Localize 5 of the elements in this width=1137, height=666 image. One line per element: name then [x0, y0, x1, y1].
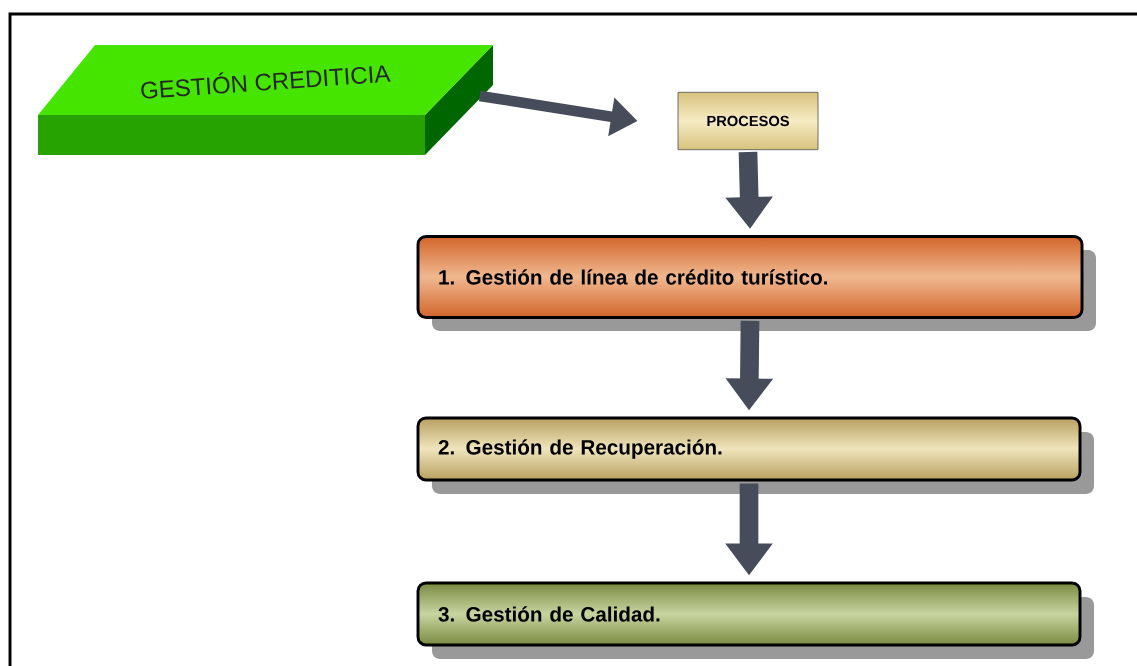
process-box: 3. Gestión de Calidad. [416, 581, 1094, 659]
slab-box: GESTIÓN CREDITICIA [38, 45, 493, 155]
process-box: 1. Gestión de línea de crédito turístico. [416, 235, 1096, 331]
process-box: 2. Gestión de Recuperación. [416, 416, 1094, 494]
label-box: PROCESOS [677, 91, 819, 151]
